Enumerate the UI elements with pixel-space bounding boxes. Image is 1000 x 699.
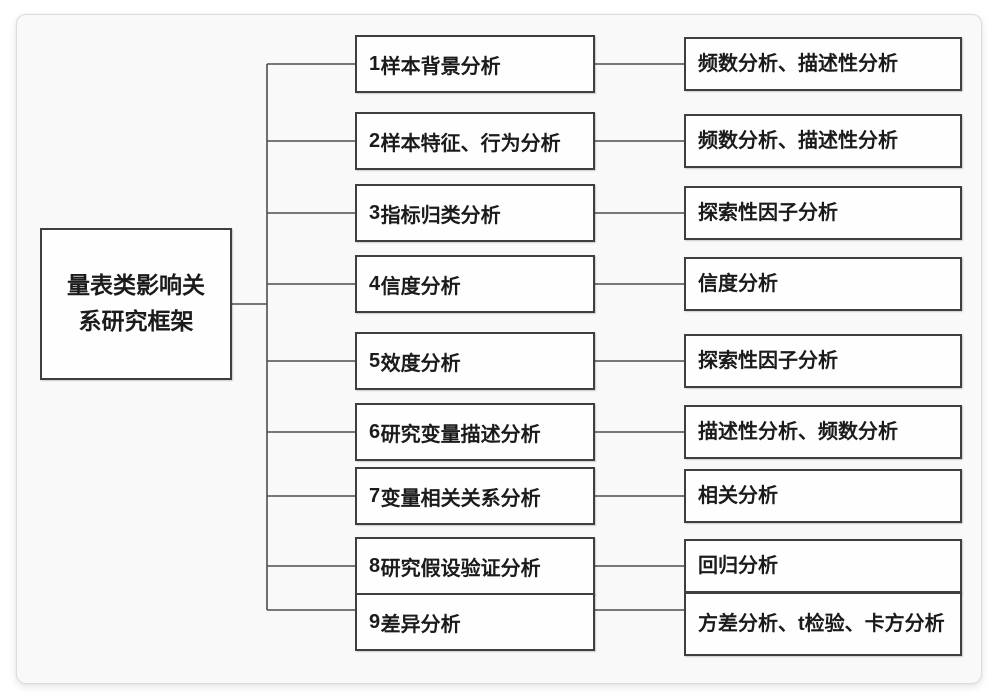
method-label: 回归分析 — [698, 555, 778, 577]
method-box-7: 相关分析 — [684, 469, 962, 523]
step-label: 研究假设验证分析 — [380, 557, 541, 580]
method-label: 相关分析 — [698, 485, 778, 507]
method-box-3: 探索性因子分析 — [684, 186, 962, 240]
step-number: 6 — [369, 420, 381, 443]
step-label: 信度分析 — [380, 275, 461, 298]
step-label: 变量相关关系分析 — [380, 487, 541, 510]
root-label-line1: 量表类影响关 — [67, 272, 205, 299]
method-label: 探索性因子分析 — [698, 202, 838, 224]
step-number: 1 — [369, 52, 381, 75]
step-label: 效度分析 — [380, 352, 461, 375]
step-number: 9 — [369, 610, 381, 633]
root-label: 量表类影响关 系研究框架 — [67, 268, 205, 339]
method-box-5: 探索性因子分析 — [684, 334, 962, 388]
method-label: 探索性因子分析 — [698, 350, 838, 372]
method-label: 频数分析、描述性分析 — [698, 53, 898, 75]
step-label: 指标归类分析 — [380, 204, 501, 227]
step-number: 7 — [369, 484, 381, 507]
method-box-1: 频数分析、描述性分析 — [684, 37, 962, 91]
method-label: 描述性分析、频数分析 — [698, 421, 898, 443]
method-label: 信度分析 — [698, 273, 778, 295]
step-number: 3 — [369, 201, 381, 224]
step-number: 4 — [369, 272, 381, 295]
step-label: 样本背景分析 — [380, 55, 501, 78]
root-label-line2: 系研究框架 — [78, 308, 194, 334]
step-number: 5 — [369, 349, 381, 372]
method-label: 方差分析、t检验、卡方分析 — [698, 613, 945, 635]
step-label: 差异分析 — [380, 613, 461, 636]
step-label: 样本特征、行为分析 — [380, 132, 561, 155]
method-box-4: 信度分析 — [684, 257, 962, 311]
method-box-9: 方差分析、t检验、卡方分析 — [684, 592, 962, 656]
method-box-2: 频数分析、描述性分析 — [684, 114, 962, 168]
method-box-6: 描述性分析、频数分析 — [684, 405, 962, 459]
method-box-8: 回归分析 — [684, 539, 962, 593]
step-number: 2 — [369, 129, 381, 152]
step-label: 研究变量描述分析 — [380, 423, 541, 446]
step-number: 8 — [369, 554, 381, 577]
root-box: 量表类影响关 系研究框架 — [40, 228, 232, 380]
method-label: 频数分析、描述性分析 — [698, 130, 898, 152]
